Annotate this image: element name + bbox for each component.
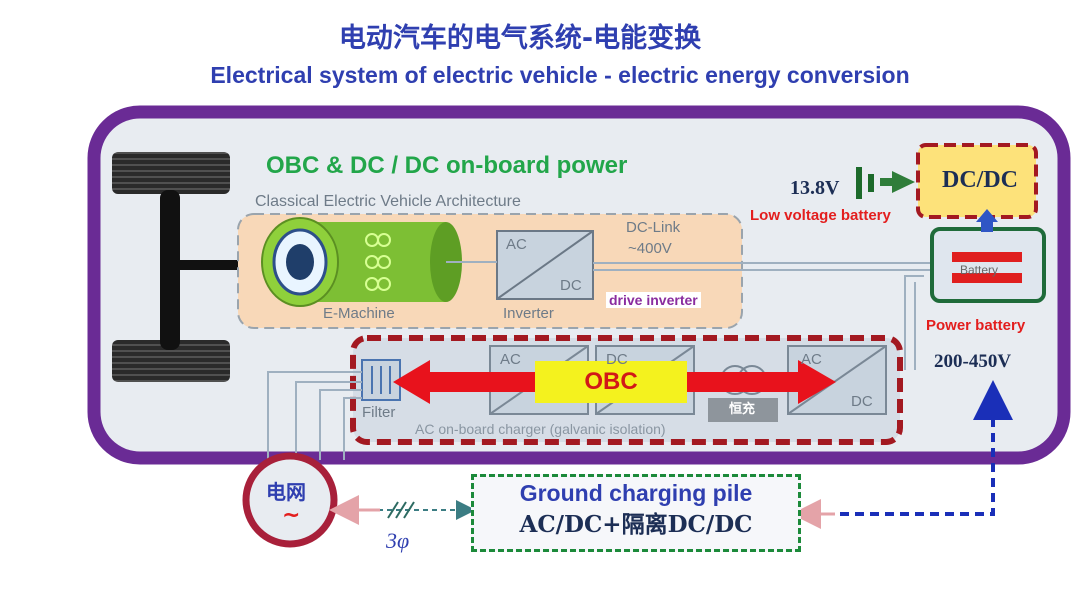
- obc-out-dc-label: DC: [851, 393, 873, 410]
- dc-link-voltage: ~400V: [628, 240, 672, 257]
- obc-dc-label: DC: [606, 351, 628, 368]
- low-voltage-value: 13.8V: [790, 177, 840, 199]
- dc-link-label: DC-Link: [626, 219, 681, 236]
- low-voltage-battery-label: Low voltage battery: [750, 207, 891, 224]
- power-battery-voltage: 200-450V: [934, 351, 1012, 372]
- obc-label: OBC: [535, 361, 687, 403]
- power-battery-label: Power battery: [926, 317, 1026, 334]
- three-phase-label: 3φ: [386, 528, 410, 553]
- grid-ac-symbol: ~: [282, 503, 301, 528]
- buck-label: 恒充: [729, 402, 756, 417]
- architecture-title: Classical Electric Vehicle Architecture: [255, 193, 521, 210]
- dcdc-converter-box: [916, 143, 1038, 219]
- ground-charging-pile-subtitle: AC/DC+隔离DC/DC: [519, 511, 753, 538]
- filter-label: Filter: [362, 404, 396, 421]
- drive-inverter-label: drive inverter: [606, 292, 701, 308]
- page-title-chinese: 电动汽车的电气系统-电能变换: [338, 23, 702, 54]
- dcdc-label: DC/DC: [942, 167, 1018, 193]
- battery-faded-label: Battery: [960, 263, 999, 277]
- e-machine-label: E-Machine: [323, 305, 395, 322]
- section-title: OBC & DC / DC on-board power: [266, 152, 628, 179]
- inverter-ac-label: AC: [506, 236, 527, 253]
- ground-charging-pile-box: [471, 474, 801, 552]
- ground-charging-pile-title: Ground charging pile: [519, 480, 753, 506]
- rear-wheel: [112, 340, 230, 382]
- page-title-english: Electrical system of electric vehicle - …: [210, 62, 910, 88]
- low-voltage-battery-icon: [856, 167, 862, 199]
- e-machine-motor: [261, 217, 462, 307]
- inverter-dc-label: DC: [560, 277, 582, 294]
- axle: [160, 190, 180, 350]
- inverter-label: Inverter: [503, 305, 554, 322]
- front-wheel: [112, 152, 230, 194]
- dc-charging-path: [840, 380, 1013, 516]
- grid-label: 电网: [266, 480, 306, 504]
- obc-out-ac-label: AC: [801, 351, 822, 368]
- obc-ac-label: AC: [500, 351, 521, 368]
- obc-caption: AC on-board charger (galvanic isolation): [415, 421, 666, 437]
